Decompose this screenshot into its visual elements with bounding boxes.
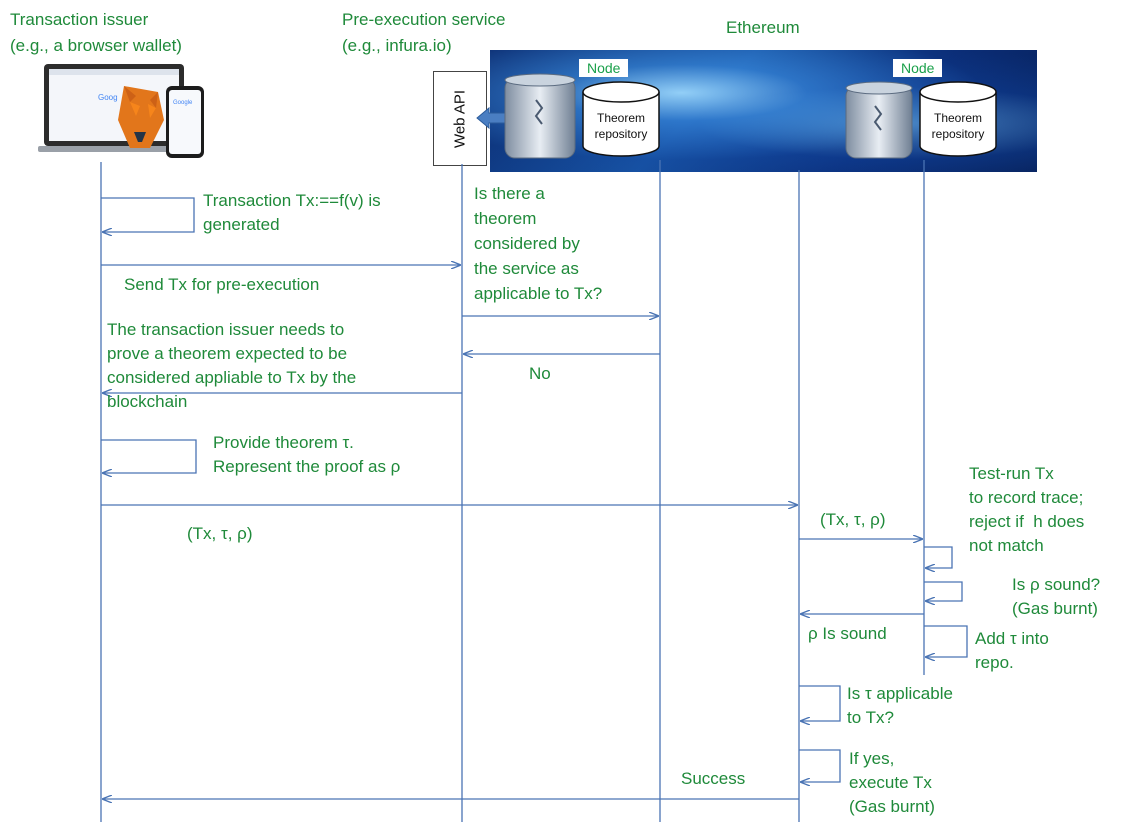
metamask-fox-icon [118,86,164,148]
phone-icon: Google [166,86,204,158]
repo-label-right: Theorem repository [931,111,985,141]
database-icon-left [582,81,660,157]
add-tau-arrow [924,625,968,657]
msg-success: Success [681,769,746,788]
msg-is-sound: Is ρ sound? (Gas burnt) [1012,575,1101,618]
msg-is-there-theorem: Is there a theorem considered by the ser… [474,184,603,303]
svg-text:Google: Google [173,100,193,106]
msg-issuer-needs: The transaction issuer needs to prove a … [107,320,357,411]
ethereum-title: Ethereum [726,18,800,37]
issuer-title: Transaction issuer [10,10,149,29]
issuer-subtitle: (e.g., a browser wallet) [10,36,182,55]
msg-rho-sound: ρ Is sound [808,624,887,643]
msg-tuple-right: (Tx, τ, ρ) [820,510,886,529]
msg-tx-generated: Transaction Tx:==f(v) is generated [203,191,381,234]
ethereum-panel-graphics [476,73,997,159]
node-label-left: Node [579,59,629,77]
msg-add-tau: Add τ into repo. [975,629,1049,672]
database-icon-right [919,81,997,157]
preexec-subtitle: (e.g., infura.io) [342,36,452,55]
msg-is-applicable: Is τ applicable to Tx? [847,684,953,727]
msg-tuple-left: (Tx, τ, ρ) [187,524,253,543]
server-icon-left [504,73,576,159]
msg-if-yes: If yes, execute Tx (Gas burnt) [849,749,935,816]
msg-test-run: Test-run Tx to record trace; reject if h… [969,464,1085,555]
msg-no: No [529,364,551,383]
is-applicable-arrow [799,685,841,721]
msg-provide-theorem: Provide theorem τ. Represent the proof a… [213,433,401,476]
svg-text:Goog: Goog [98,93,118,102]
provide-theorem-arrow [101,439,197,473]
node-label-right: Node [893,59,943,77]
msg-send-tx: Send Tx for pre-execution [124,275,320,294]
laptop-wallet-icon: Goog Google [38,64,204,158]
test-run-arrow [924,546,953,568]
tx-generated-arrow [101,197,195,232]
preexec-title: Pre-execution service [342,10,506,29]
execute-arrow [799,749,841,782]
server-icon-right [845,81,913,159]
repo-label-left: Theorem repository [594,111,648,141]
is-sound-arrow [924,581,963,601]
